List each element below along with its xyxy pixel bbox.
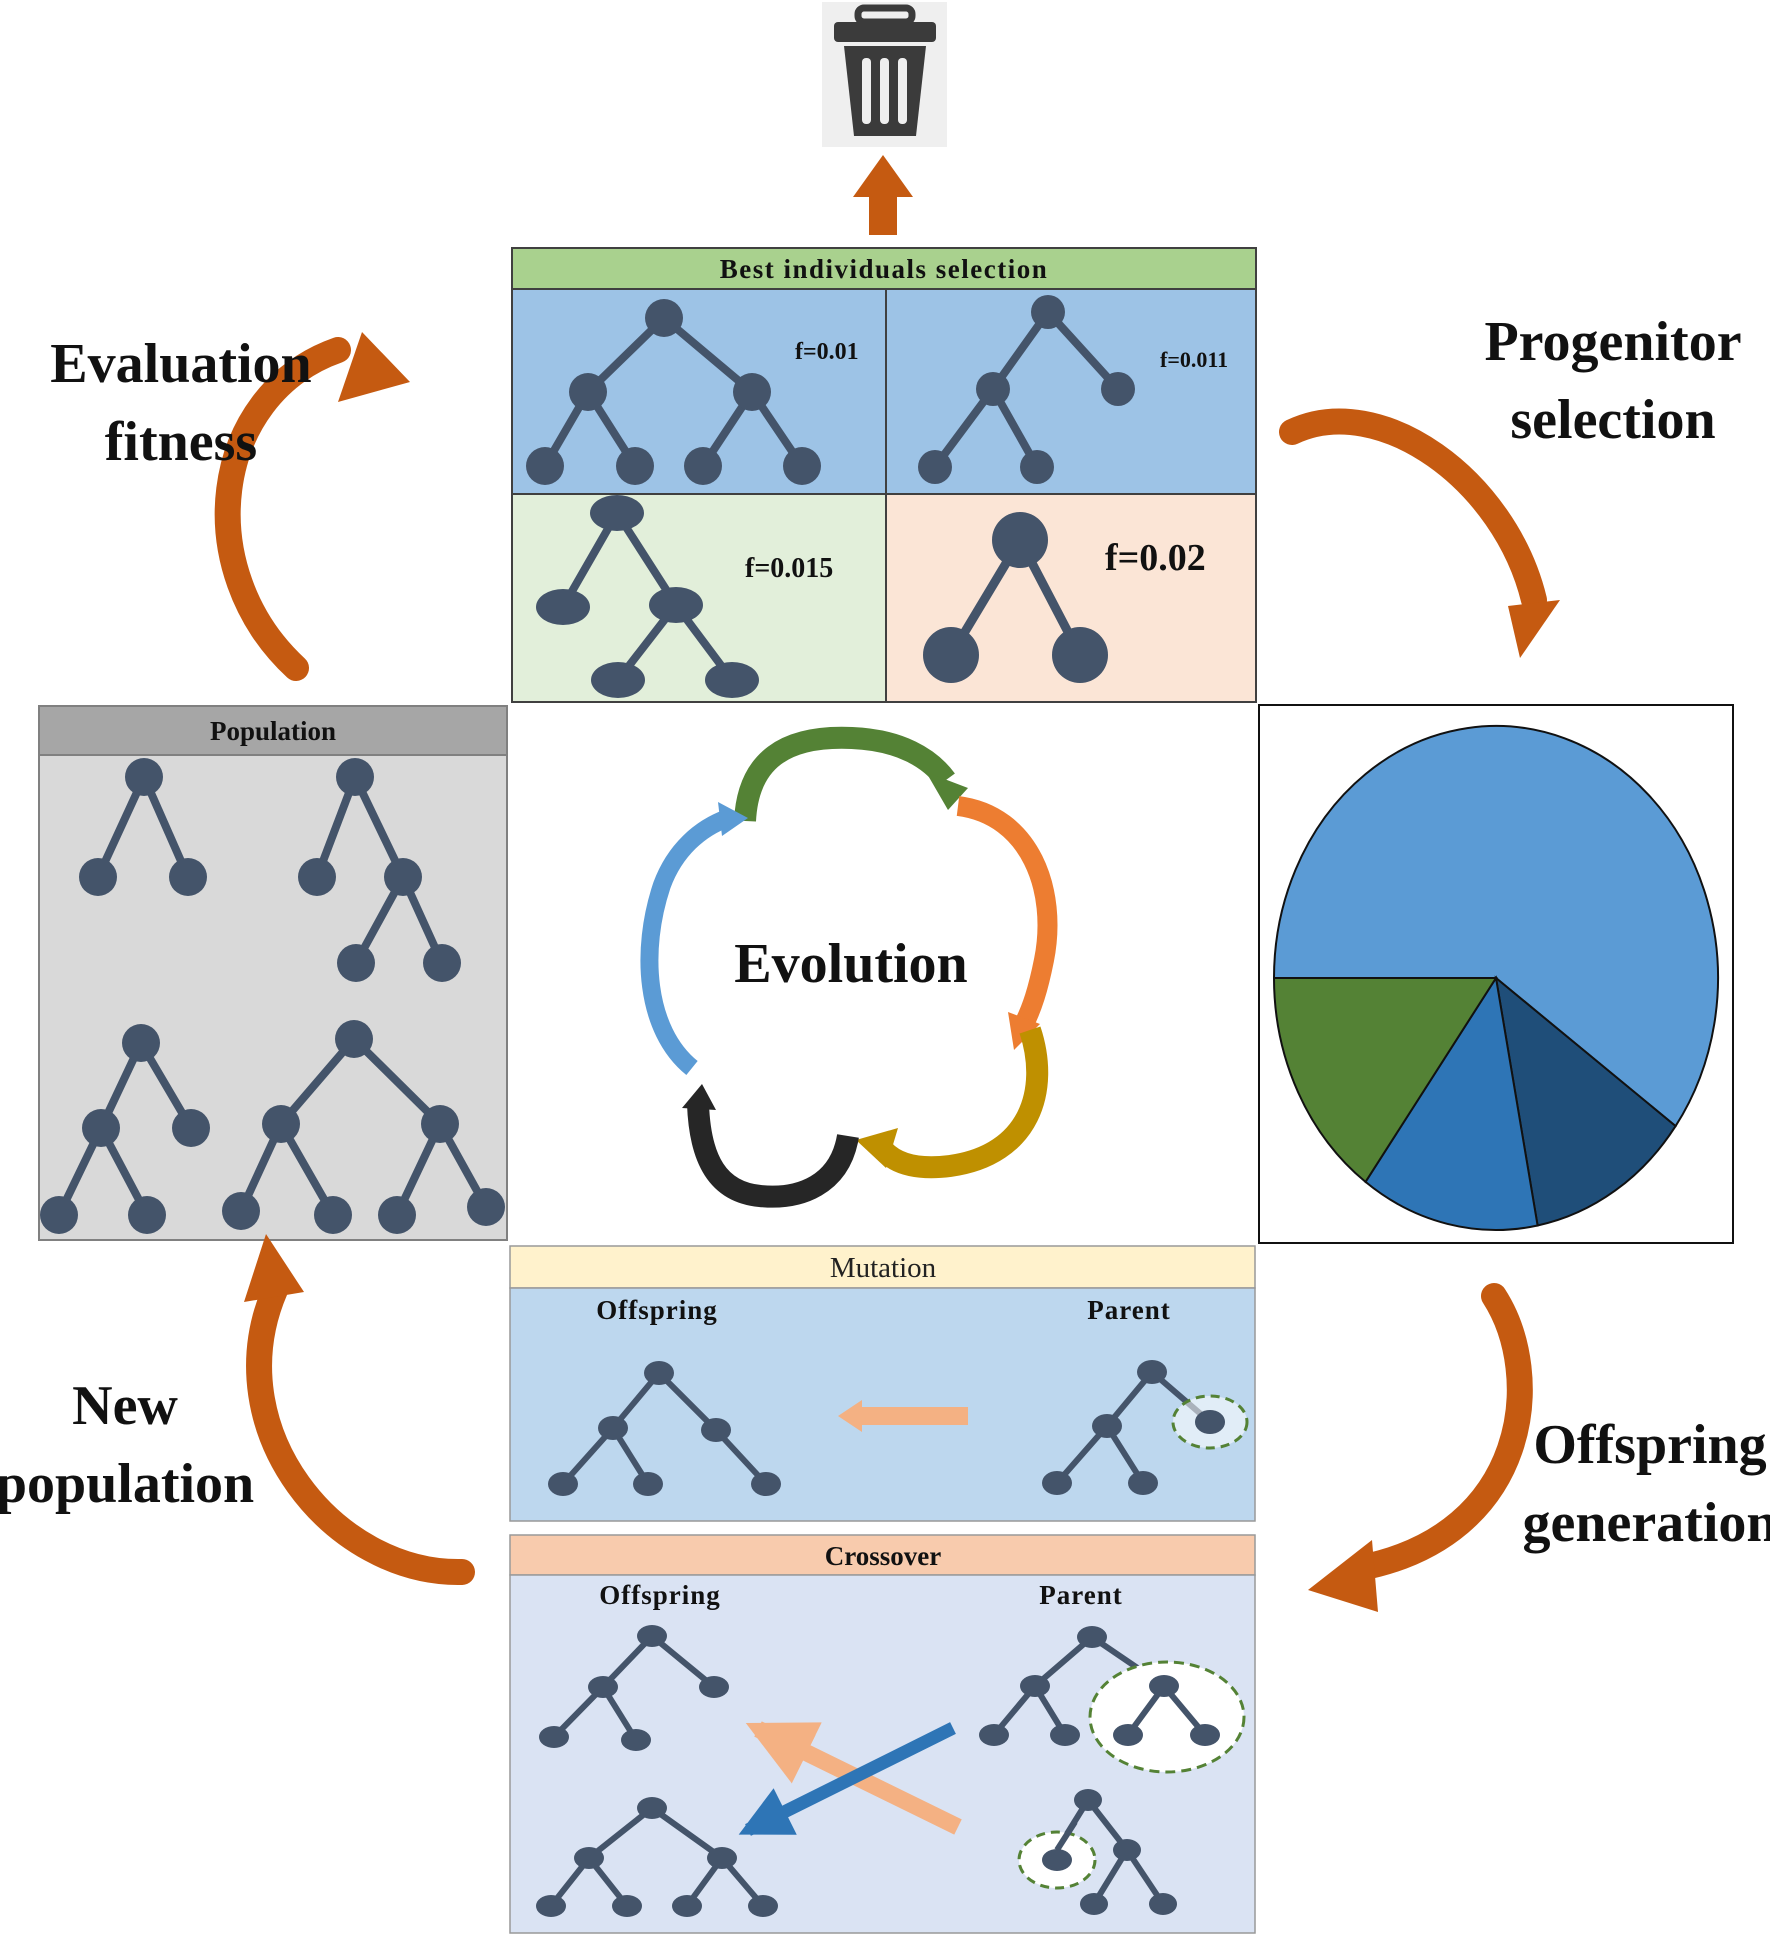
roulette-slice-3 (1364, 975, 1539, 1231)
evolution-cycle: Evolution (640, 726, 1058, 1208)
best-tree-1 (526, 299, 821, 485)
roulette-panel (1258, 704, 1734, 1244)
evaluation-fitness-arrow (214, 332, 410, 681)
offspring-generation-arrow (1308, 1283, 1533, 1612)
crossover-swapped-subtree-1 (1113, 1675, 1220, 1746)
cycle-arrow-black (682, 1084, 859, 1208)
mutation-title: Mutation (830, 1252, 937, 1284)
best-individuals-panel: Best individuals selection f=0.01 f=0.01… (511, 247, 1257, 703)
roulette-wheel (1272, 724, 1719, 1231)
population-panel: Population (38, 705, 508, 1241)
crossover-offspring-tree-1 (539, 1625, 729, 1751)
crossover-offspring-tree-2 (536, 1797, 778, 1917)
roulette-slice-1 (1272, 724, 1719, 1128)
fitness-label-1: f=0.01 (795, 339, 859, 365)
crossover-title: Crossover (825, 1541, 941, 1571)
best-tree-2 (918, 295, 1135, 484)
roulette-slice-4 (1272, 977, 1498, 1184)
best-selection-title: Best individuals selection (720, 254, 1049, 284)
cycle-arrow-blue (640, 802, 748, 1075)
best-tree-3 (536, 495, 759, 698)
mutation-offspring-label: Offspring (596, 1295, 718, 1325)
population-title: Population (210, 716, 336, 746)
roulette-slice-2 (1494, 975, 1677, 1227)
mutation-offspring-tree (548, 1361, 781, 1496)
evolution-label: Evolution (734, 933, 967, 995)
best-tree-4 (923, 512, 1108, 683)
fitness-label-2: f=0.011 (1160, 347, 1228, 372)
cycle-arrow-orange (956, 796, 1058, 1050)
mutation-arrow (838, 1400, 968, 1432)
crossover-parent-label: Parent (1039, 1580, 1122, 1610)
cycle-arrow-gold (856, 1026, 1049, 1179)
crossover-arrows (738, 1721, 962, 1836)
fitness-label-4: f=0.02 (1105, 537, 1206, 579)
mutation-parent-label: Parent (1087, 1295, 1170, 1325)
fitness-label-3: f=0.015 (745, 553, 833, 584)
crossover-panel: Crossover Offspring Parent (509, 1534, 1256, 1934)
crossover-offspring-label: Offspring (599, 1580, 721, 1610)
mutation-panel: Mutation Offspring Parent (509, 1245, 1256, 1522)
new-population-arrow (244, 1234, 475, 1586)
cycle-arrow-green (734, 726, 968, 822)
trash-can-icon (822, 2, 947, 147)
discard-arrow (853, 155, 913, 235)
progenitor-selection-arrow (1279, 408, 1560, 658)
population-trees (40, 758, 505, 1234)
